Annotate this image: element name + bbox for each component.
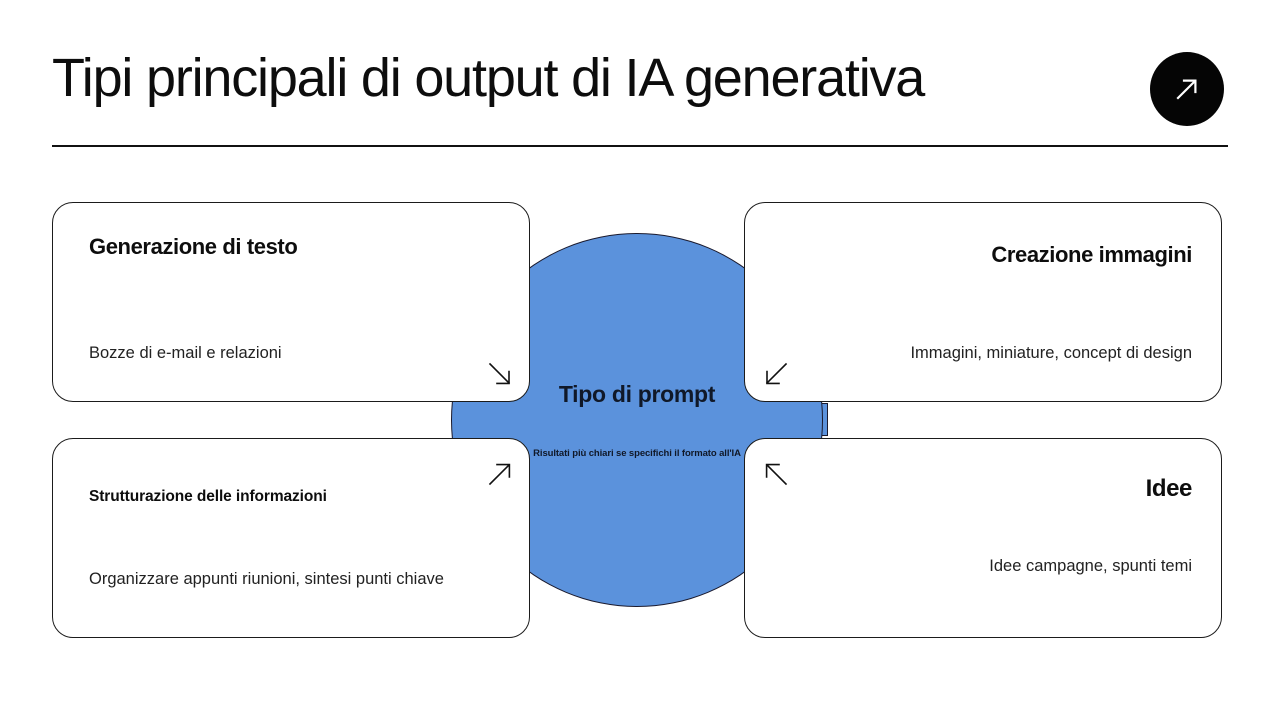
arrow-down-right-icon [485,359,515,389]
arrow-up-left-icon [761,459,791,489]
arrow-down-left-icon [761,359,791,389]
card-body: Bozze di e-mail e relazioni [89,344,282,362]
card-body: Immagini, miniature, concept di design [910,344,1192,362]
card-text-generation[interactable]: Generazione di testo Bozze di e-mail e r… [52,202,530,402]
arrow-up-right-badge-button[interactable] [1150,52,1224,126]
card-body: Idee campagne, spunti temi [989,557,1192,575]
card-title: Strutturazione delle informazioni [89,488,327,505]
card-information-structuring[interactable]: Strutturazione delle informazioni Organi… [52,438,530,638]
arrow-up-right-icon [1168,70,1206,108]
page-title: Tipi principali di output di IA generati… [52,48,925,108]
title-divider [52,145,1228,147]
hub-note: Risultati più chiari se specifichi il fo… [533,448,741,459]
card-body: Organizzare appunti riunioni, sintesi pu… [89,570,444,588]
card-ideas[interactable]: Idee Idee campagne, spunti temi [744,438,1222,638]
hub-label: Tipo di prompt [558,381,716,407]
card-title: Creazione immagini [991,242,1192,267]
card-title: Idee [1145,475,1193,502]
card-image-creation[interactable]: Creazione immagini Immagini, miniature, … [744,202,1222,402]
arrow-up-right-icon [485,459,515,489]
header: Tipi principali di output di IA generati… [52,38,1228,148]
card-title: Generazione di testo [89,234,298,259]
